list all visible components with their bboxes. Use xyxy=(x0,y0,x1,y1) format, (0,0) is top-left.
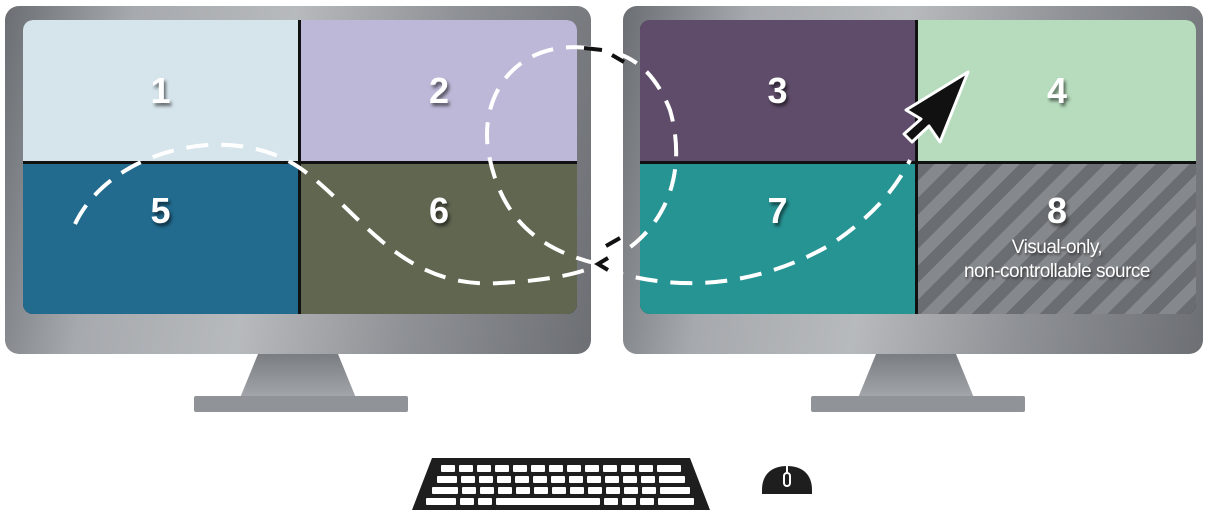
tile-7[interactable]: 7 xyxy=(640,164,915,314)
tile-3-number: 3 xyxy=(767,69,788,111)
mouse-cursor-icon xyxy=(902,70,970,144)
tile-5[interactable]: 5 xyxy=(23,164,298,314)
tile-2-number: 2 xyxy=(428,69,450,111)
gap-mark-bottom xyxy=(605,236,621,248)
path-segment-upper-loop xyxy=(485,45,599,266)
tile-8-caption: Visual-only, non-controllable source xyxy=(963,236,1151,284)
tile-4-number: 4 xyxy=(1046,69,1068,111)
tile-8-number: 8 xyxy=(1046,190,1068,231)
tile-8-caption-line-1: Visual-only, xyxy=(1011,237,1103,258)
tile-6-number: 6 xyxy=(428,190,450,231)
tile-6[interactable]: 6 xyxy=(301,164,577,314)
tile-4[interactable]: 4 xyxy=(918,20,1196,161)
path-segment-left-loop xyxy=(73,142,600,286)
tile-1-number: 1 xyxy=(150,69,171,111)
tile-8-caption-line-2: non-controllable source xyxy=(963,261,1151,282)
gap-mark-top-2 xyxy=(610,53,626,64)
tile-3[interactable]: 3 xyxy=(640,20,915,161)
gap-arrow-bottom xyxy=(594,256,610,272)
left-stand-base xyxy=(194,396,408,412)
path-segment-cross-up xyxy=(587,46,679,266)
gap-mark-top xyxy=(583,46,603,52)
tile-7-number: 7 xyxy=(767,190,788,231)
tile-8: 8 Visual-only, non-controllable source xyxy=(918,164,1196,314)
right-stand-base xyxy=(811,396,1025,412)
tile-2[interactable]: 2 xyxy=(301,20,577,161)
tile-1[interactable]: 1 xyxy=(23,20,298,161)
right-monitor: 3 4 7 8 Visual-only, non-controllable so… xyxy=(623,6,1203,354)
right-screen: 3 4 7 8 Visual-only, non-controllable so… xyxy=(640,20,1196,314)
tile-5-number: 5 xyxy=(150,190,171,231)
left-stand-neck xyxy=(240,354,356,398)
path-segment-right-arc xyxy=(601,159,912,286)
right-stand-neck xyxy=(858,354,974,398)
